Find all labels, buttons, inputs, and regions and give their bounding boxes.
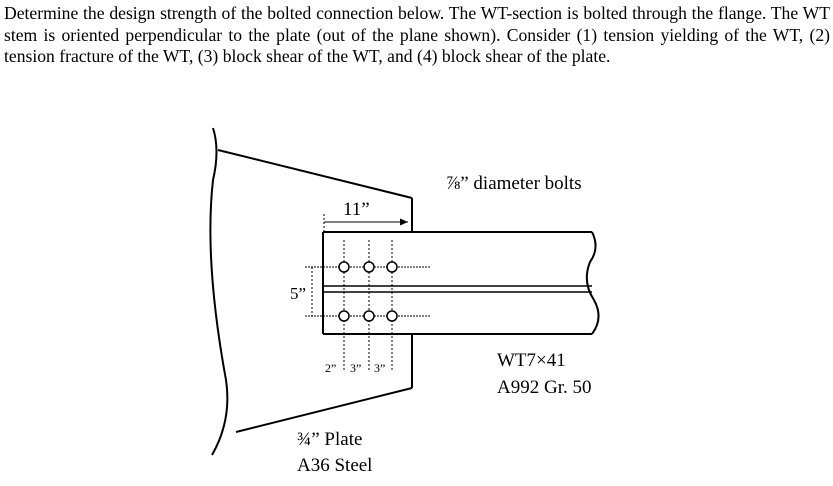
plate-top-edge (217, 149, 413, 199)
plate-label: ¾” Plate (297, 429, 362, 450)
wt-section (322, 231, 600, 335)
bolt (386, 261, 398, 273)
bolts (338, 261, 398, 322)
plate-grade-label: A36 Steel (297, 455, 372, 476)
bolt (363, 310, 375, 322)
plate-bottom-edge (235, 387, 413, 433)
bolt (363, 261, 375, 273)
bolt (386, 310, 398, 322)
problem-statement: Determine the design strength of the bol… (4, 3, 830, 66)
length-label: 11” (343, 199, 370, 220)
section-grade-label: A992 Gr. 50 (497, 377, 591, 398)
bolt (338, 261, 350, 273)
wt-right-break (585, 231, 600, 335)
gage-label: 5” (290, 284, 306, 303)
bolt (338, 310, 350, 322)
spacing-label: 3” (374, 361, 385, 375)
plate-left-break (209, 127, 229, 456)
spacing-label: 3” (350, 361, 361, 375)
bolt-label: ⅞” diameter bolts (446, 173, 582, 194)
spacing-label: 2” (325, 361, 336, 375)
length-dimension (323, 214, 408, 232)
section-label: WT7×41 (497, 350, 566, 371)
